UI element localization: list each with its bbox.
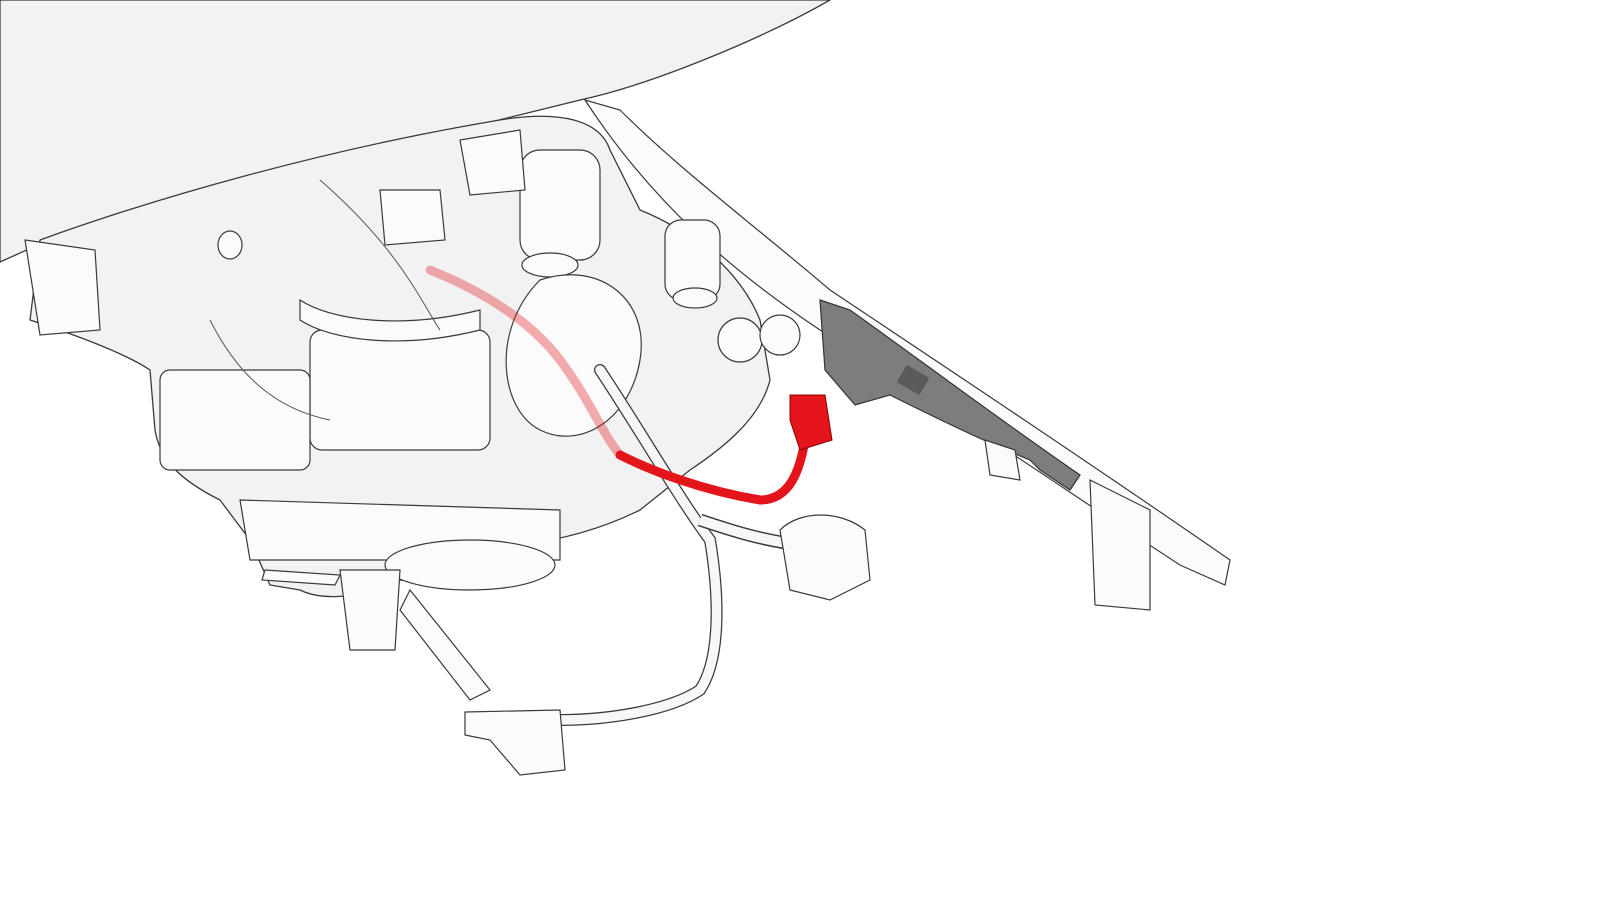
trim-strip [583,98,1231,586]
highlighted-connector [789,394,833,451]
lower-connector [464,709,566,776]
side-connector [779,514,871,601]
mounting-clip [1089,479,1151,611]
internal-details [24,129,801,701]
highlighted-cable [615,435,810,505]
highlighted-cable-faded [425,265,625,460]
circuit-board [819,299,1081,491]
